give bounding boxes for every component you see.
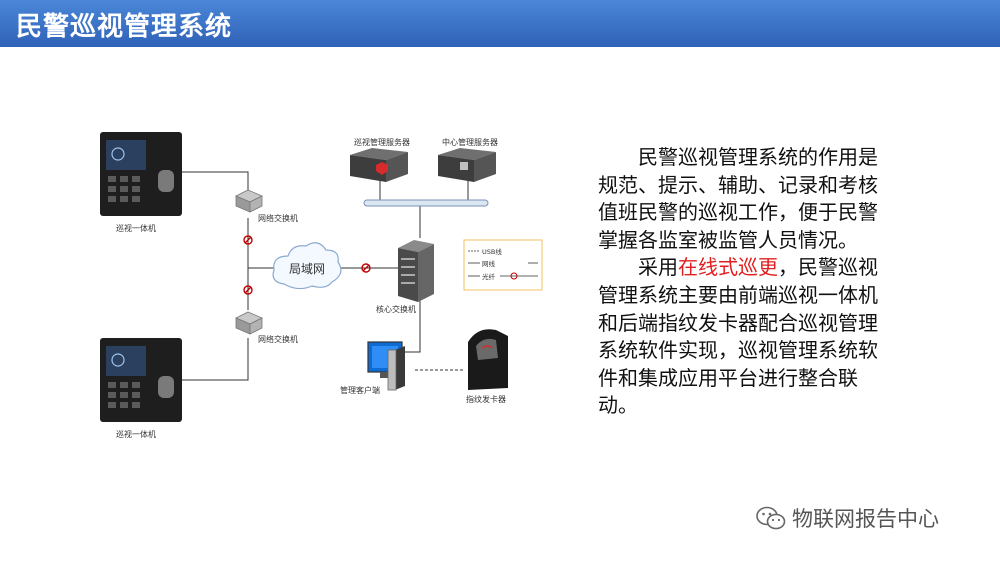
patrol-unit-top-label: 巡视一体机 — [116, 223, 156, 233]
net-switch-bottom-label: 网络交换机 — [258, 334, 298, 344]
line-core-to-client — [400, 298, 421, 353]
patrol-unit-bottom-label: 巡视一体机 — [116, 429, 156, 439]
fingerprint-label: 指纹发卡器 — [466, 394, 506, 404]
core-switch-label: 核心交换机 — [376, 304, 416, 314]
lan-label: 局域网 — [289, 262, 325, 276]
legend-fiber: 光纤 — [482, 272, 496, 281]
fiber-markers — [243, 235, 371, 295]
watermark-text: 物联网报告中心 — [792, 507, 939, 531]
core-switch-icon — [398, 240, 434, 302]
line-unit-top-to-switch — [182, 171, 249, 190]
net-switch-top-icon — [235, 189, 263, 213]
client-label: 管理客户端 — [340, 385, 380, 395]
center-server-icon — [438, 148, 496, 182]
fiber-marker — [361, 263, 371, 273]
highlight-online-patrol: 在线式巡更 — [678, 255, 778, 280]
para2-suffix: ，民警巡视管理系统主要由前端巡视一体机和后端指纹发卡器配合巡视管理系统软件实现，… — [598, 255, 878, 418]
net-switch-bottom-icon — [235, 311, 263, 335]
legend-box: USB线 网线 光纤 — [463, 239, 543, 291]
legend-usb: USB线 — [482, 247, 502, 256]
server-bus — [363, 199, 489, 207]
patrol-unit-bottom — [100, 338, 182, 422]
patrol-server-icon — [350, 148, 408, 182]
line-switch-top-to-lan — [247, 218, 275, 269]
connection-lines — [182, 165, 469, 381]
fingerprint-reader-icon — [468, 329, 508, 390]
wechat-icon — [756, 506, 786, 530]
watermark: 物联网报告中心 — [756, 503, 939, 533]
client-computer-icon — [367, 341, 405, 391]
title-bar: 民警巡视管理系统 — [0, 0, 1000, 47]
page-title: 民警巡视管理系统 — [16, 12, 233, 42]
lan-cloud-icon — [272, 242, 342, 290]
net-switch-top-label: 网络交换机 — [258, 213, 298, 223]
fiber-marker — [243, 235, 253, 245]
legend-net: 网线 — [482, 259, 496, 268]
description-para-1: 民警巡视管理系统的作用是规范、提示、辅助、记录和考核值班民警的巡视工作，便于民警… — [598, 145, 878, 252]
description-para-2: 采用在线式巡更，民警巡视管理系统主要由前端巡视一体机和后端指纹发卡器配合巡视管理… — [598, 254, 890, 420]
center-server-label: 中心管理服务器 — [442, 137, 498, 147]
patrol-server-label: 巡视管理服务器 — [354, 137, 410, 147]
patrol-unit-top — [100, 132, 182, 216]
line-switch-bottom-to-unit — [182, 338, 249, 381]
description-text: 民警巡视管理系统的作用是规范、提示、辅助、记录和考核值班民警的巡视工作，便于民警… — [598, 144, 890, 420]
para2-prefix: 采用 — [638, 255, 678, 280]
fiber-marker — [243, 285, 253, 295]
